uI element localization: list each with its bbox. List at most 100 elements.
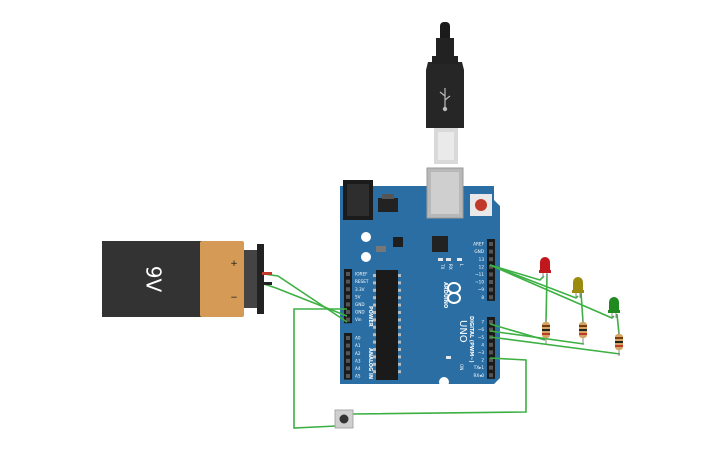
power-header-title: POWER: [367, 306, 373, 327]
wire-led-red-leg[interactable]: [545, 273, 548, 323]
analog-pin-1[interactable]: [346, 343, 350, 348]
digital-top-pin-label: 12: [479, 264, 485, 269]
power-pin-4[interactable]: [346, 302, 350, 307]
digital-bottom-pin-label: ~5: [478, 335, 485, 340]
wire-pin6-to-resistor-yellow[interactable]: [489, 330, 585, 345]
tx-label: TX: [440, 263, 445, 270]
analog-pin-label: A1: [355, 343, 361, 348]
digital-bottom-pin-label: 7: [481, 320, 484, 325]
power-pin-6[interactable]: [346, 317, 350, 322]
dc-power-jack[interactable]: [343, 180, 373, 220]
wire-battery-plus-to-vin[interactable]: [263, 273, 348, 323]
led-red[interactable]: [539, 257, 551, 278]
led-group[interactable]: [539, 257, 620, 318]
power-pin-label: GND: [355, 310, 365, 315]
push-button[interactable]: [334, 409, 354, 429]
digital-bottom-pin-5[interactable]: [489, 358, 493, 362]
analog-pin-4[interactable]: [346, 366, 350, 371]
digital-bottom-pin-4[interactable]: [489, 350, 493, 355]
digital-top-pin-label: ~11: [475, 272, 484, 277]
battery-9v[interactable]: 9V + −: [102, 241, 272, 317]
mounting-hole: [361, 232, 371, 242]
digital-top-pin-label: ~9: [478, 287, 485, 292]
power-pin-label: IOREF: [355, 272, 368, 277]
digital-top-pin-1[interactable]: [489, 249, 493, 254]
wire-5v-to-button[interactable]: [293, 308, 347, 429]
on-label: ON: [459, 364, 464, 370]
wire-button-to-pin2[interactable]: [351, 357, 527, 415]
resistor-green[interactable]: [615, 330, 623, 356]
battery-label: 9V: [142, 266, 166, 293]
wire-gnd-to-led-green[interactable]: [489, 264, 615, 319]
power-pin-3[interactable]: [346, 294, 350, 299]
power-pin-2[interactable]: [346, 287, 350, 292]
digital-top-pin-4[interactable]: [489, 272, 493, 277]
digital-bottom-pin-label: 4: [481, 342, 484, 347]
analog-pin-label: A0: [355, 336, 361, 341]
battery-terminal-plus[interactable]: [262, 272, 272, 275]
battery-terminal-minus[interactable]: [262, 282, 272, 285]
digital-top-pin-2[interactable]: [489, 257, 493, 262]
analog-pin-label: A5: [355, 374, 361, 379]
power-pin-label: RESET: [355, 279, 369, 284]
led-yellow[interactable]: [572, 277, 584, 298]
arduino-infinity-logo: [447, 282, 461, 304]
digital-bottom-pin-label: 2: [481, 358, 484, 363]
digital-bottom-pin-7[interactable]: [489, 373, 493, 378]
voltage-regulator: [378, 198, 398, 212]
digital-bottom-pin-0[interactable]: [489, 320, 493, 324]
power-pin-label: 5V: [355, 294, 361, 299]
arduino-uno-board[interactable]: TX RX L ON ARDUINO UNO POWER ANALOG IN D…: [340, 167, 500, 387]
digital-bottom-pin-6[interactable]: [489, 365, 493, 370]
digital-top-pin-6[interactable]: [489, 287, 493, 292]
digital-top-pin-0[interactable]: [489, 242, 493, 246]
rx-label: RX: [448, 264, 453, 270]
digital-top-pin-7[interactable]: [489, 295, 493, 300]
digital-top-pin-label: 13: [479, 257, 485, 262]
battery-minus-sign: −: [230, 293, 238, 303]
wire-battery-minus-to-gnd[interactable]: [263, 283, 348, 317]
digital-bottom-pin-1[interactable]: [489, 327, 493, 332]
mounting-hole: [439, 377, 449, 387]
mounting-hole: [361, 252, 371, 262]
resistor-red[interactable]: [542, 318, 550, 344]
digital-bottom-pin-label: ~6: [478, 327, 485, 332]
reset-button[interactable]: [470, 194, 492, 216]
digital-top-pin-5[interactable]: [489, 280, 493, 284]
analog-pin-label: A4: [355, 366, 361, 371]
digital-bottom-pin-label: TX▸1: [473, 365, 485, 370]
digital-top-pin-3[interactable]: [489, 264, 493, 269]
analog-pin-3[interactable]: [346, 358, 350, 363]
arduino-model: UNO: [457, 320, 468, 343]
digital-top-pin-label: ~10: [475, 280, 484, 285]
power-pin-1[interactable]: [346, 279, 350, 284]
analog-pin-label: A2: [355, 351, 361, 356]
analog-pin-label: A3: [355, 358, 361, 363]
analog-header-title: ANALOG IN: [367, 348, 373, 379]
power-pin-5[interactable]: [346, 310, 350, 314]
power-pin-label: GND: [355, 302, 365, 307]
l-label: L: [459, 264, 464, 267]
analog-pin-2[interactable]: [346, 351, 350, 356]
digital-bottom-pin-3[interactable]: [489, 342, 493, 347]
battery-plus-sign: +: [230, 259, 238, 269]
wire-pin5-to-resistor-green[interactable]: [489, 336, 621, 355]
resistor-yellow[interactable]: [579, 318, 587, 344]
digital-top-pin-label: AREF: [473, 242, 484, 247]
analog-pin-0[interactable]: [346, 336, 350, 340]
digital-header-title: DIGITAL (PWM~): [468, 316, 474, 363]
arduino-brand: ARDUINO: [442, 282, 448, 308]
power-pin-0[interactable]: [346, 272, 350, 276]
usb-icon: [439, 88, 451, 112]
wire-led-yellow-leg[interactable]: [580, 291, 584, 323]
usb-cable[interactable]: [426, 22, 464, 164]
digital-top-pin-label: 8: [481, 295, 484, 300]
analog-pin-5[interactable]: [346, 374, 350, 378]
digital-bottom-pin-label: ~3: [478, 350, 485, 355]
led-green[interactable]: [608, 297, 620, 318]
crystal: [376, 246, 386, 252]
